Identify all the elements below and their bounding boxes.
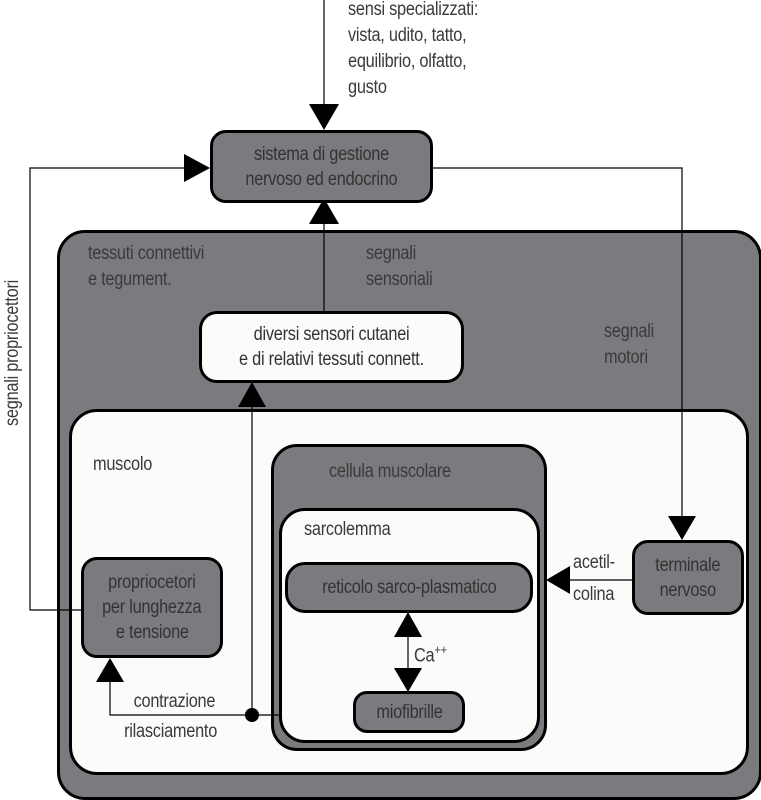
sensory-signals-line1: segnali bbox=[366, 243, 416, 264]
connective-tissue-line2: e tegument. bbox=[88, 269, 172, 290]
nervous-system-line2: nervoso ed endocrino bbox=[245, 168, 398, 190]
edge-contraction bbox=[109, 680, 282, 716]
motor-signals-line2: motori bbox=[604, 347, 648, 368]
myofibrils-node: miofibrille bbox=[353, 691, 465, 733]
arrowhead-proprioceptive-signals bbox=[184, 154, 210, 182]
junction-dot bbox=[245, 708, 259, 722]
arrowhead-motor-signals bbox=[668, 516, 696, 540]
special-senses-line4: gusto bbox=[348, 77, 387, 98]
connective-tissue-line1: tessuti connettivi bbox=[88, 243, 205, 264]
contraction-label: contrazione rilasciamento bbox=[124, 689, 217, 745]
sensory-signals-label: segnali sensoriali bbox=[366, 241, 433, 293]
motor-signals-line1: segnali bbox=[604, 321, 654, 342]
nerve-terminal-node: terminale nervoso bbox=[632, 540, 744, 615]
connective-tissue-label: tessuti connettivi e tegument. bbox=[88, 241, 204, 293]
calcium-superscript: ++ bbox=[434, 642, 447, 657]
proprioceptors-line3: e tensione bbox=[115, 622, 189, 643]
special-senses-line3: equilibrio, olfatto, bbox=[348, 51, 467, 72]
edge-proprioceptive-signals bbox=[29, 167, 190, 611]
arrowhead-calcium-down bbox=[394, 668, 422, 692]
contraction-line2: rilasciamento bbox=[124, 721, 218, 742]
special-senses-line2: vista, udito, tatto, bbox=[348, 25, 467, 46]
acetylcholine-label: acetil- colina bbox=[573, 550, 615, 608]
proprioceptive-signals-label: segnali propriocettori bbox=[2, 279, 23, 426]
skin-sensors-node: diversi sensori cutanei e di relativi te… bbox=[199, 311, 464, 383]
calcium-label: Ca++ bbox=[414, 637, 447, 669]
arrowhead-sensory-signals bbox=[309, 198, 339, 224]
proprioceptors-line1: propriocetori bbox=[108, 572, 196, 593]
myofibrils-label: miofibrille bbox=[375, 701, 443, 723]
arrowhead-calcium-up bbox=[394, 612, 422, 637]
sarcoplasmic-reticulum-node: reticolo sarco-plasmatico bbox=[285, 562, 533, 613]
skin-sensors-line1: diversi sensori cutanei bbox=[253, 324, 410, 345]
skin-sensors-line2: e di relativi tessuti connett. bbox=[239, 349, 424, 370]
nerve-terminal-line1: terminale bbox=[655, 554, 721, 576]
contraction-line1: contrazione bbox=[133, 691, 216, 712]
arrowhead-contraction bbox=[96, 658, 124, 682]
nerve-terminal-line2: nervoso bbox=[659, 579, 717, 601]
nervous-system-node: sistema di gestione nervoso ed endocrino bbox=[210, 130, 433, 203]
proprioceptors-line2: per lunghezza bbox=[102, 597, 202, 618]
calcium-base: Ca bbox=[414, 645, 435, 667]
acetylcholine-line2: colina bbox=[573, 584, 615, 605]
acetylcholine-line1: acetil- bbox=[573, 552, 615, 573]
arrowhead-skin-sensors bbox=[238, 382, 266, 407]
muscle-label: muscolo bbox=[93, 454, 153, 475]
special-senses-label: sensi specializzati: vista, udito, tatto… bbox=[348, 0, 478, 101]
proprioceptors-node: propriocetori per lunghezza e tensione bbox=[81, 557, 223, 658]
nervous-system-line1: sistema di gestione bbox=[254, 143, 389, 165]
sensory-signals-line2: sensoriali bbox=[366, 269, 433, 290]
sarcoplasmic-reticulum-label: reticolo sarco-plasmatico bbox=[321, 577, 497, 598]
edge-motor-signals bbox=[432, 167, 683, 520]
muscle-cell-label: cellula muscolare bbox=[329, 461, 451, 482]
motor-signals-label: segnali motori bbox=[604, 319, 654, 371]
arrowhead-special-senses bbox=[309, 104, 339, 130]
special-senses-line1: sensi specializzati: bbox=[348, 0, 479, 20]
sarcolemma-label: sarcolemma bbox=[304, 519, 391, 540]
arrowhead-acetylcholine bbox=[546, 566, 570, 594]
